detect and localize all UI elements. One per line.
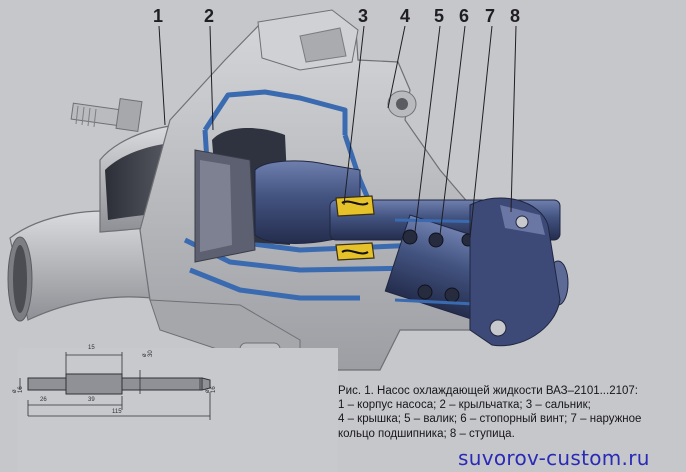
callout-3: 3 — [358, 6, 369, 26]
leader-lines — [158, 25, 517, 239]
callout-1: 1 — [153, 6, 164, 26]
impeller — [194, 149, 256, 263]
caption-title: Рис. 1. Насос охлаждающей жидкости ВАЗ–2… — [338, 385, 638, 397]
callout-2: 2 — [204, 6, 215, 26]
dim-label-diameter-16-right: ø 16 — [205, 386, 217, 393]
callout-8: 8 — [510, 6, 521, 26]
figure-caption: Рис. 1. Насос охлаждающей жидкости ВАЗ–2… — [338, 384, 683, 441]
callout-7: 7 — [485, 6, 496, 26]
caption-line-2: 4 – крышка; 5 – валик; 6 – стопорный вин… — [338, 413, 642, 426]
shaft-dimension-drawing — [18, 348, 338, 472]
dim-label-diameter-16-left: ø 16 — [12, 386, 24, 393]
fastening-bolt — [70, 98, 143, 132]
dim-label-26: 26 — [40, 397, 47, 403]
callout-6: 6 — [459, 6, 470, 26]
caption-line-3: кольцо подшипника; 8 – ступица. — [338, 427, 515, 440]
hub — [469, 197, 561, 347]
callout-4: 4 — [400, 6, 411, 26]
dim-label-diameter-30: ø 30 — [142, 350, 154, 357]
dim-label-115: 115 — [112, 409, 122, 415]
caption-line-1: 1 – корпус насоса; 2 – крыльчатка; 3 – с… — [338, 399, 591, 412]
site-watermark: suvorov-custom.ru — [458, 446, 650, 470]
dim-label-39: 39 — [88, 397, 95, 403]
callout-5: 5 — [434, 6, 445, 26]
dim-label-15: 15 — [88, 345, 95, 351]
